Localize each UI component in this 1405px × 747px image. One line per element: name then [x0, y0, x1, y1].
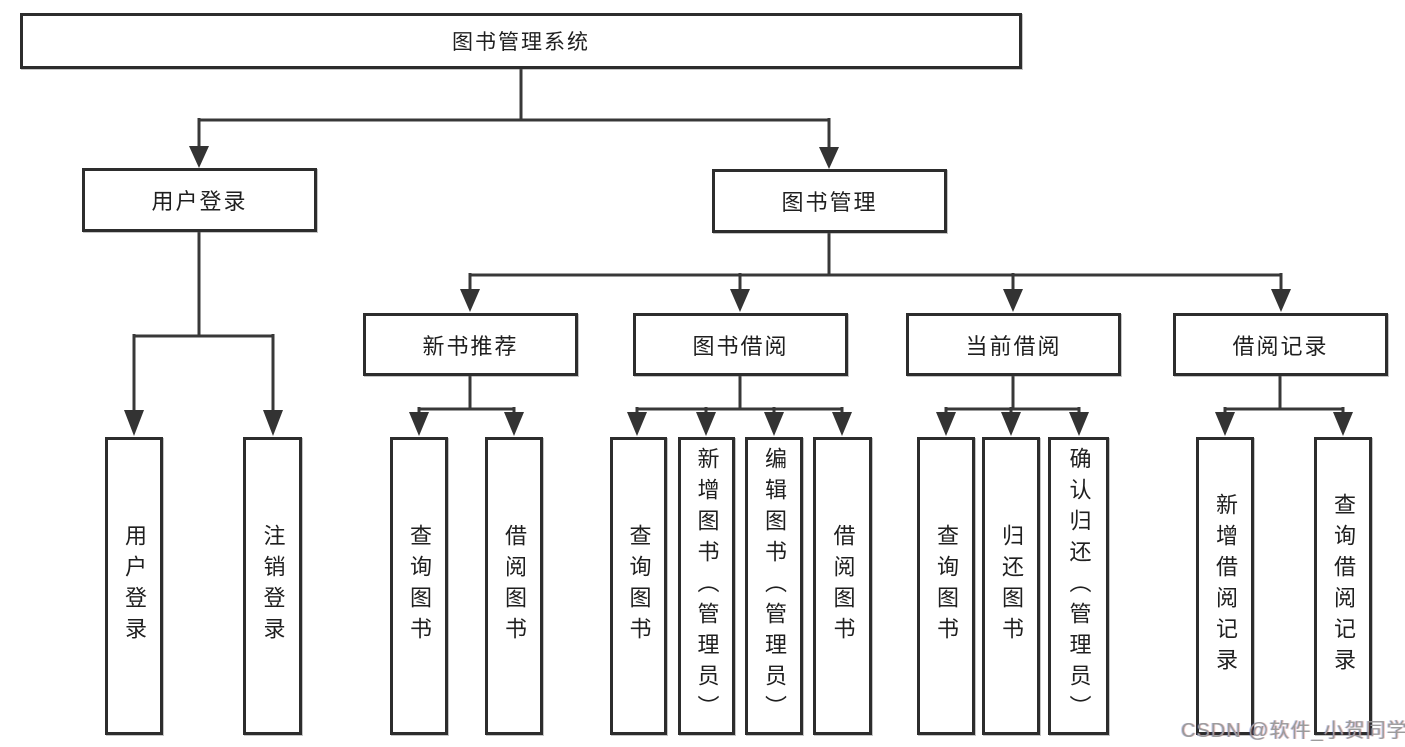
node-label: 借阅记录: [1232, 333, 1329, 359]
node-label: 新增借阅记录: [1213, 493, 1238, 679]
arrowheads: [124, 146, 1353, 436]
node-label: 编辑图书（管理员）: [762, 446, 787, 726]
leaf-edit-book-admin: 编辑图书（管理员）: [745, 437, 803, 735]
node-label: 借阅图书: [830, 524, 856, 648]
node-label: 确认归还（管理员）: [1066, 446, 1092, 726]
node-label: 当前借阅: [965, 333, 1062, 359]
leaf-query-borrow-record: 查询借阅记录: [1314, 437, 1372, 735]
node-label: 注销登录: [260, 524, 286, 648]
node-label: 查询借阅记录: [1331, 493, 1356, 679]
node-label: 查询图书: [934, 524, 959, 648]
node-label: 借阅图书: [502, 524, 527, 648]
node-new-book-recommendation: 新书推荐: [363, 313, 578, 376]
node-label: 用户登录: [151, 189, 248, 214]
node-current-borrowing: 当前借阅: [906, 313, 1121, 376]
leaf-query-books-current: 查询图书: [917, 437, 975, 735]
node-label: 用户登录: [122, 524, 147, 648]
node-label: 图书借阅: [692, 333, 789, 359]
node-label: 新增图书（管理员）: [694, 446, 720, 726]
leaf-user-login: 用户登录: [105, 437, 163, 735]
leaf-confirm-return-admin: 确认归还（管理员）: [1048, 437, 1109, 735]
node-borrowing-records: 借阅记录: [1173, 313, 1388, 376]
node-label: 查询图书: [626, 524, 652, 648]
leaf-borrow-books: 借阅图书: [813, 437, 872, 735]
node-label: 图书管理系统: [452, 31, 590, 54]
node-label: 图书管理: [781, 190, 878, 215]
leaf-return-book: 归还图书: [982, 437, 1040, 735]
leaf-borrow-books-recommend: 借阅图书: [485, 437, 543, 735]
leaf-add-borrow-record: 新增借阅记录: [1196, 437, 1254, 735]
node-book-borrowing: 图书借阅: [633, 313, 848, 376]
node-label: 归还图书: [999, 524, 1024, 648]
leaf-add-book-admin: 新增图书（管理员）: [678, 437, 735, 735]
node-label: 查询图书: [407, 524, 432, 648]
leaf-query-books-recommend: 查询图书: [390, 437, 448, 735]
csdn-watermark: CSDN @软件_小贺同学: [1181, 720, 1405, 742]
node-library-management-system: 图书管理系统: [20, 13, 1022, 69]
node-user-login: 用户登录: [82, 168, 317, 232]
leaf-logout: 注销登录: [243, 437, 302, 735]
node-label: 新书推荐: [422, 333, 519, 359]
leaf-query-books-borrow: 查询图书: [610, 437, 667, 735]
node-book-management: 图书管理: [712, 169, 947, 233]
